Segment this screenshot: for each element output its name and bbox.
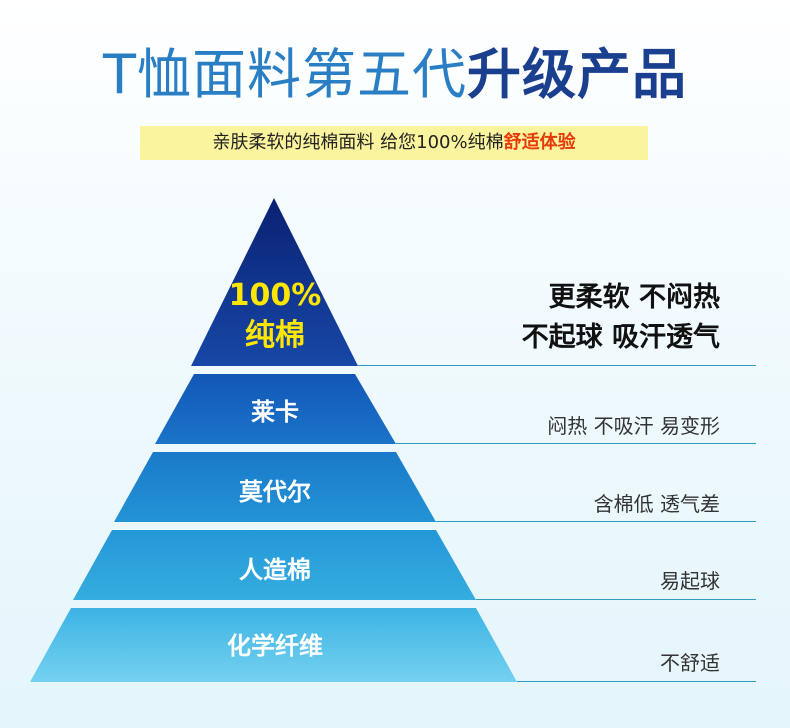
top-tier-label-line2: 纯棉 — [245, 318, 305, 353]
pyramid-tier-3 — [73, 530, 476, 600]
tier-2-label: 莫代尔 — [239, 478, 311, 506]
subtitle-highlight: 舒适体验 — [503, 132, 576, 153]
divider-line — [358, 365, 756, 366]
title-bold: 升级产品 — [467, 43, 687, 106]
top-tier-desc: 更柔软 不闷热 不起球 吸汗透气 — [522, 278, 720, 358]
pyramid-top-tier — [191, 198, 358, 366]
tier-1-desc: 闷热 不吸汗 易变形 — [547, 414, 720, 438]
top-tier-label-line1: 100% — [228, 278, 322, 313]
divider-line — [436, 521, 756, 522]
top-tier-label: 100% 纯棉 — [215, 276, 335, 356]
subtitle-banner: 亲肤柔软的纯棉面料 给您100%纯棉舒适体验 — [140, 126, 648, 160]
page-title: T恤面料第五代升级产品 — [0, 40, 790, 110]
divider-line — [517, 681, 756, 682]
divider-line — [396, 443, 756, 444]
tier-3-label: 人造棉 — [239, 556, 311, 584]
tier-2-desc: 含棉低 透气差 — [593, 492, 720, 516]
divider-line — [476, 599, 756, 600]
pyramid-tier-2 — [114, 452, 436, 522]
subtitle-text: 亲肤柔软的纯棉面料 给您100%纯棉 — [212, 132, 504, 153]
pyramid-tier-1 — [155, 374, 396, 444]
tier-4-desc: 不舒适 — [660, 651, 720, 675]
top-tier-desc-line2: 不起球 吸汗透气 — [521, 322, 720, 353]
tier-4-label: 化学纤维 — [227, 632, 323, 660]
tier-1-label: 莱卡 — [251, 398, 299, 426]
top-tier-desc-line1: 更柔软 不闷热 — [548, 282, 720, 313]
tier-3-desc: 易起球 — [660, 569, 720, 593]
title-light: T恤面料第五代 — [103, 43, 467, 106]
pyramid-tier-4 — [30, 608, 517, 682]
